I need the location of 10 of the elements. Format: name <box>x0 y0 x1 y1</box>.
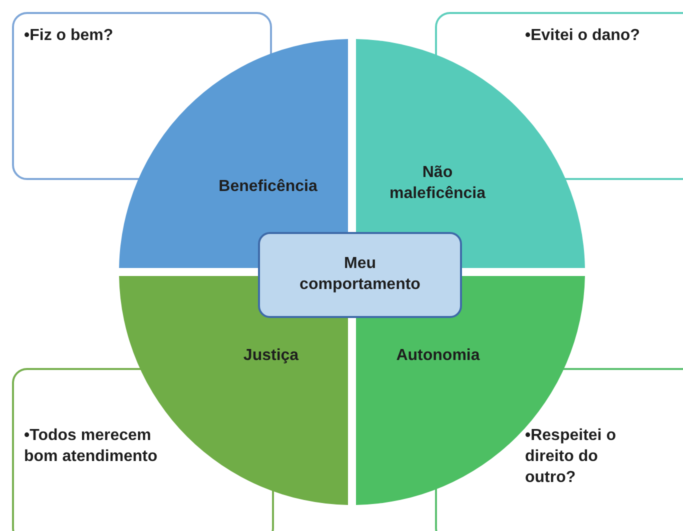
principle-label: Justiça <box>242 346 300 366</box>
question-text: •Respeitei o direito do outro? <box>525 426 650 488</box>
principle-label: Autonomia <box>395 346 481 366</box>
question-text: •Evitei o dano? <box>525 26 675 47</box>
question-text: •Todos merecem bom atendimento <box>24 426 174 468</box>
center-label: Meu comportamento <box>298 254 422 295</box>
center-box <box>258 232 462 318</box>
principle-label: Beneficência <box>218 177 318 197</box>
principle-label: Não maleficência <box>388 163 487 204</box>
question-text: •Fiz o bem? <box>24 26 154 47</box>
